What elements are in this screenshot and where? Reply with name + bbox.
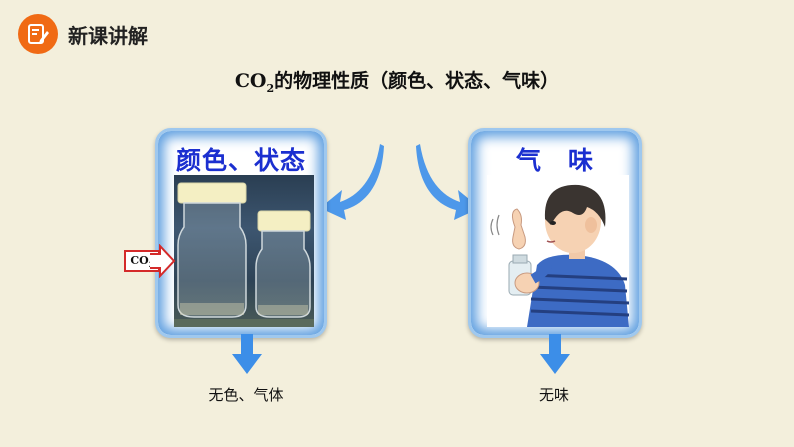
pencil-note-icon bbox=[18, 14, 58, 54]
curved-arrow-right-icon bbox=[416, 144, 480, 220]
curved-arrow-left-icon bbox=[320, 144, 384, 220]
boy-smelling-illustration bbox=[487, 175, 629, 327]
smell-card: 气 味 bbox=[468, 128, 642, 338]
smell-result: 无味 bbox=[538, 386, 569, 404]
color-state-result: 无色、气体 bbox=[208, 386, 284, 404]
card-heading: 气 味 bbox=[515, 146, 594, 175]
arrow-down-icon bbox=[540, 334, 570, 374]
arrow-down-icon bbox=[232, 334, 262, 374]
section-title: 新课讲解 bbox=[68, 24, 148, 48]
gas-jars-photo bbox=[174, 175, 314, 327]
arrow-right-icon bbox=[150, 244, 176, 278]
color-state-card: 颜色、状态 bbox=[155, 128, 327, 338]
card-heading: 颜色、状态 bbox=[175, 146, 306, 175]
page-title: CO2的物理性质（颜色、状态、气味） bbox=[234, 70, 560, 95]
